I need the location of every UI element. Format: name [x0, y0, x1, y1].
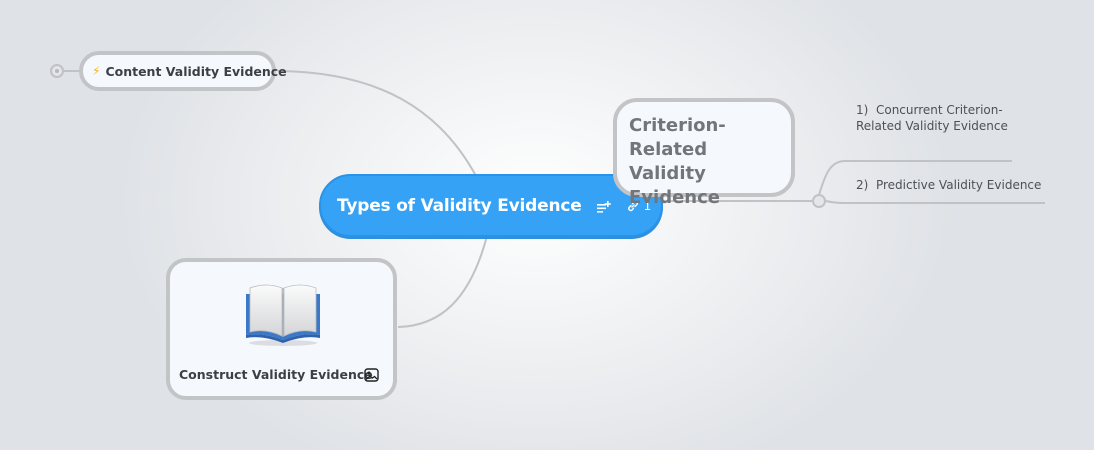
- image-icon[interactable]: [364, 368, 379, 382]
- notes-add-icon[interactable]: [596, 199, 612, 213]
- topic-label-line: Validity: [629, 163, 706, 184]
- topic-criterion-related-validity[interactable]: Criterion-Related Validity Evidence: [613, 98, 795, 208]
- topic-label: Construct Validity Evidence: [179, 367, 373, 382]
- subtopic-number: 2): [856, 178, 869, 192]
- link-icon: [627, 200, 638, 211]
- link-indicator[interactable]: 1: [626, 198, 652, 213]
- central-topic[interactable]: Types of Validity Evidence 1: [319, 174, 663, 237]
- lightning-icon: ⚡: [92, 64, 101, 78]
- subtopic-label: Predictive Validity Evidence: [875, 178, 1042, 192]
- topic-label-line: Evidence: [629, 187, 720, 208]
- topic-label-line: Criterion-Related: [629, 115, 726, 160]
- collapse-toggle-icon[interactable]: [50, 64, 64, 78]
- subtopic-label: Concurrent Criterion-Related Validity Ev…: [856, 103, 1008, 133]
- collapse-toggle-icon: [812, 194, 826, 208]
- open-book-image: [246, 284, 320, 346]
- subtopic-predictive-validity[interactable]: 2) Predictive Validity Evidence: [856, 177, 1041, 193]
- subtopic-number: 1): [856, 103, 869, 117]
- central-topic-title: Types of Validity Evidence: [337, 195, 582, 216]
- topic-label: Content Validity Evidence: [105, 63, 287, 79]
- topic-construct-validity[interactable]: Construct Validity Evidence: [166, 258, 397, 400]
- subtopic-concurrent-validity[interactable]: 1) Concurrent Criterion-Related Validity…: [856, 102, 1026, 134]
- topic-content-validity[interactable]: ⚡ Content Validity Evidence: [79, 51, 287, 91]
- link-count: 1: [643, 198, 652, 213]
